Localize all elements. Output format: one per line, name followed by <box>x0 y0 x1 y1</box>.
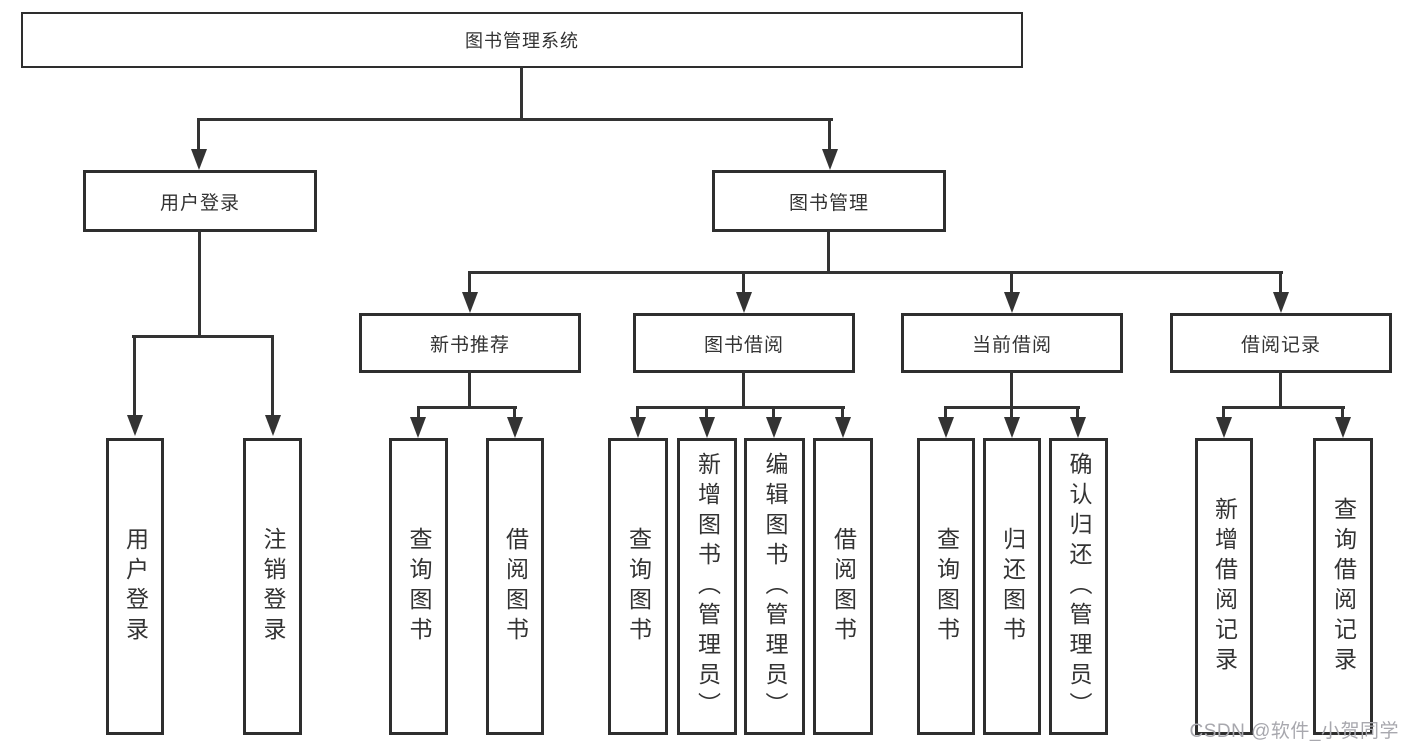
arrow-down-icon <box>507 417 523 438</box>
leaf-label: 新增借阅记录 <box>1211 496 1238 677</box>
leaf-label: 归还图书 <box>999 526 1026 647</box>
connector-drop-leaf-user-login <box>133 337 136 416</box>
leaf-bookborrow-query-books: 查询图书 <box>608 438 668 735</box>
connector-drop <box>1010 408 1013 419</box>
arrow-down-icon <box>1216 417 1232 438</box>
connector-drop <box>636 408 639 419</box>
connector-bookborrow-stem <box>742 371 745 408</box>
arrow-down-icon <box>736 292 752 313</box>
arrow-down-icon <box>766 417 782 438</box>
arrow-down-icon <box>938 417 954 438</box>
connector-bookmgmt-stem <box>827 230 830 273</box>
connector-borrowrecords-stem <box>1279 371 1282 408</box>
connector-drop-book-borrow <box>742 273 745 294</box>
node-new-book-recommendation: 新书推荐 <box>359 313 581 373</box>
connector-root-stem <box>520 66 523 120</box>
connector-newbook-bar <box>417 406 517 409</box>
connector-drop-book-management <box>828 120 831 150</box>
connector-userlogin-stem <box>198 230 201 337</box>
leaf-label: 查询图书 <box>625 526 652 647</box>
connector-drop-current-borrow <box>1010 273 1013 294</box>
arrow-down-icon <box>410 417 426 438</box>
arrow-down-icon <box>835 417 851 438</box>
leaf-label: 注销登录 <box>260 526 286 647</box>
csdn-watermark: CSDN @软件_小贺同学 <box>1189 721 1399 742</box>
connector-newbook-stem <box>468 371 471 408</box>
arrow-down-icon <box>191 149 207 170</box>
leaf-label: 编辑图书（管理员） <box>762 451 788 722</box>
arrow-down-icon <box>1335 417 1351 438</box>
leaf-return-books: 归还图书 <box>983 438 1041 735</box>
leaf-logout: 注销登录 <box>243 438 302 735</box>
node-label: 新书推荐 <box>429 334 510 356</box>
arrow-down-icon <box>699 417 715 438</box>
connector-drop <box>705 408 708 419</box>
leaf-edit-books-admin: 编辑图书（管理员） <box>744 438 805 735</box>
node-label: 用户登录 <box>159 192 240 214</box>
node-book-borrowing: 图书借阅 <box>633 313 855 373</box>
node-label: 借阅记录 <box>1240 334 1321 356</box>
connector-level2-bar <box>468 271 1283 274</box>
connector-borrowrecords-bar <box>1222 406 1345 409</box>
node-book-management: 图书管理 <box>712 170 946 232</box>
leaf-newbook-query-books: 查询图书 <box>389 438 448 735</box>
node-label: 图书管理 <box>788 192 869 214</box>
leaf-user-login: 用户登录 <box>106 438 164 735</box>
arrow-down-icon <box>1004 292 1020 313</box>
leaf-label: 确认归还（管理员） <box>1066 451 1092 722</box>
connector-drop-leaf-logout <box>271 337 274 416</box>
leaf-label: 新增图书（管理员） <box>694 451 721 722</box>
leaf-query-borrow-record: 查询借阅记录 <box>1313 438 1373 735</box>
leaf-label: 用户登录 <box>122 526 149 647</box>
leaf-label: 借阅图书 <box>830 526 857 647</box>
node-label: 当前借阅 <box>971 334 1052 356</box>
leaf-newbook-borrow-books: 借阅图书 <box>486 438 544 735</box>
connector-drop <box>1222 408 1225 419</box>
connector-drop-user-login <box>197 120 200 150</box>
leaf-label: 查询借阅记录 <box>1330 496 1357 677</box>
connector-drop <box>1076 408 1079 419</box>
node-user-login: 用户登录 <box>83 170 317 232</box>
leaf-label: 查询图书 <box>406 526 432 647</box>
node-current-borrowing: 当前借阅 <box>901 313 1123 373</box>
connector-drop <box>1341 408 1344 419</box>
connector-drop <box>944 408 947 419</box>
node-label: 图书管理系统 <box>465 31 579 51</box>
leaf-label: 查询图书 <box>933 526 960 647</box>
arrow-down-icon <box>630 417 646 438</box>
leaf-bookborrow-borrow-books: 借阅图书 <box>813 438 873 735</box>
arrow-down-icon <box>822 149 838 170</box>
arrow-down-icon <box>1070 417 1086 438</box>
connector-drop-borrow-records <box>1279 273 1282 294</box>
connector-drop <box>772 408 775 419</box>
arrow-down-icon <box>127 415 143 436</box>
node-label: 图书借阅 <box>703 334 784 356</box>
leaf-confirm-return-admin: 确认归还（管理员） <box>1049 438 1108 735</box>
leaf-add-borrow-record: 新增借阅记录 <box>1195 438 1253 735</box>
node-borrowing-records: 借阅记录 <box>1170 313 1392 373</box>
arrow-down-icon <box>1273 292 1289 313</box>
connector-root-bar <box>197 118 833 121</box>
leaf-currentborrow-query-books: 查询图书 <box>917 438 975 735</box>
arrow-down-icon <box>265 415 281 436</box>
arrow-down-icon <box>462 292 478 313</box>
connector-drop <box>513 408 516 419</box>
node-library-management-system: 图书管理系统 <box>21 12 1023 68</box>
leaf-label: 借阅图书 <box>502 526 529 647</box>
leaf-add-books-admin: 新增图书（管理员） <box>677 438 737 735</box>
connector-currentborrow-bar <box>944 406 1080 409</box>
arrow-down-icon <box>1004 417 1020 438</box>
connector-drop <box>841 408 844 419</box>
connector-drop <box>417 408 420 419</box>
connector-currentborrow-stem <box>1010 371 1013 408</box>
connector-drop-new-book <box>468 273 471 294</box>
connector-userlogin-bar <box>132 335 274 338</box>
connector-bookborrow-bar <box>636 406 845 409</box>
